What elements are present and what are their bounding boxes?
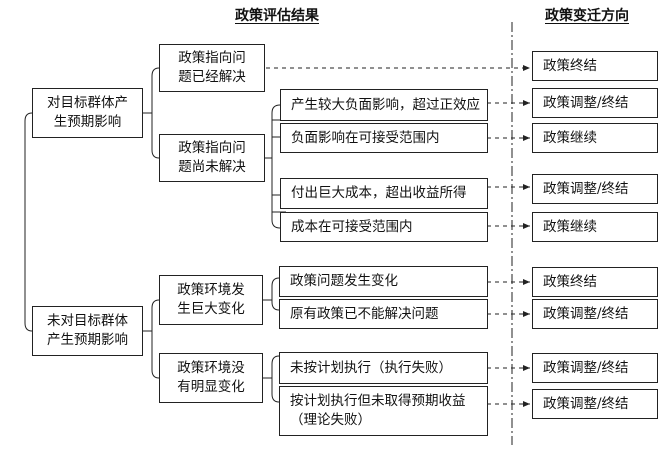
outcome-7-label: 政策调整/终结 [543,305,629,322]
node-no-benefit-line2: （理论失败） [290,412,371,428]
node-env-changed-line1: 政策环境发 [177,282,245,298]
node-no-target-effect-line1: 未对目标群体 [47,313,128,329]
node-problem-solved-line1: 政策指向问 [178,50,246,66]
node-high-cost: 付出巨大成本，超出收益所得 [280,178,488,209]
node-problem-unsolved: 政策指向问 题尚未解决 [159,134,265,182]
bracket-upper-level2 [142,67,160,159]
header-evaluation-result: 政策评估结果 [235,8,319,24]
node-env-changed-line2: 生巨大变化 [177,301,245,317]
node-target-effect-line2: 生预期影响 [53,114,122,130]
node-problem-changed: 政策问题发生变化 [279,266,488,297]
spine-level1 [24,112,33,332]
node-target-effect: 对目标群体产 生预期影响 [32,88,143,138]
node-problem-solved: 政策指向问 题已经解决 [159,44,265,92]
outcome-4: 政策调整/终结 [532,174,658,204]
node-high-cost-label: 付出巨大成本，超出收益所得 [291,185,467,201]
node-no-expected-benefit: 按计划执行但未取得预期收益 （理论失败） [279,386,488,436]
outcome-9: 政策调整/终结 [532,389,658,419]
node-cannot-solve-label: 原有政策已不能解决问题 [290,305,439,322]
node-env-changed: 政策环境发 生巨大变化 [159,275,263,325]
node-problem-unsolved-line2: 题尚未解决 [178,159,246,175]
outcome-6: 政策终结 [532,267,658,297]
node-no-target-effect-line2: 产生预期影响 [47,332,128,348]
node-no-benefit-line1: 按计划执行但未取得预期收益 [290,393,466,409]
node-negative-acceptable: 负面影响在可接受范围内 [280,123,488,153]
node-cannot-solve: 原有政策已不能解决问题 [279,299,488,329]
node-problem-changed-label: 政策问题发生变化 [290,273,398,289]
outcome-8: 政策调整/终结 [532,353,658,383]
outcome-8-label: 政策调整/终结 [543,359,629,376]
node-cost-acceptable-label: 成本在可接受范围内 [291,218,413,235]
bracket-env-unchanged [262,355,280,403]
node-cost-acceptable: 成本在可接受范围内 [280,212,488,242]
outcome-9-label: 政策调整/终结 [543,395,629,412]
outcome-5-label: 政策继续 [543,218,597,235]
outcome-4-label: 政策调整/终结 [543,180,629,197]
node-target-effect-line1: 对目标群体产 [47,95,128,111]
outcome-5: 政策继续 [532,212,658,242]
header-change-direction: 政策变迁方向 [545,8,629,24]
outcome-1: 政策终结 [532,51,658,81]
outcome-3: 政策继续 [532,123,658,153]
bracket-lower-level2 [142,299,160,379]
node-negative-acceptable-label: 负面影响在可接受范围内 [291,129,440,146]
node-env-unchanged: 政策环境没 有明显变化 [159,353,263,403]
outcome-3-label: 政策继续 [543,129,597,146]
bracket-unsolved [264,104,281,229]
node-large-negative-label: 产生较大负面影响，超过正效应 [291,96,480,113]
node-env-unchanged-line1: 政策环境没 [177,360,245,376]
outcome-7: 政策调整/终结 [532,299,658,329]
node-large-negative: 产生较大负面影响，超过正效应 [280,89,488,121]
outcome-2: 政策调整/终结 [532,88,658,118]
node-no-target-effect: 未对目标群体 产生预期影响 [32,306,143,356]
node-problem-solved-line2: 题已经解决 [178,69,246,85]
node-not-executed-label: 未按计划执行（执行失败） [290,359,452,376]
outcome-1-label: 政策终结 [543,57,597,74]
node-problem-unsolved-line1: 政策指向问 [178,140,246,156]
outcome-6-label: 政策终结 [543,273,597,290]
outcome-2-label: 政策调整/终结 [543,94,629,111]
bracket-env-changed [262,277,280,311]
node-not-executed: 未按计划执行（执行失败） [279,352,488,384]
node-env-unchanged-line2: 有明显变化 [177,379,245,395]
